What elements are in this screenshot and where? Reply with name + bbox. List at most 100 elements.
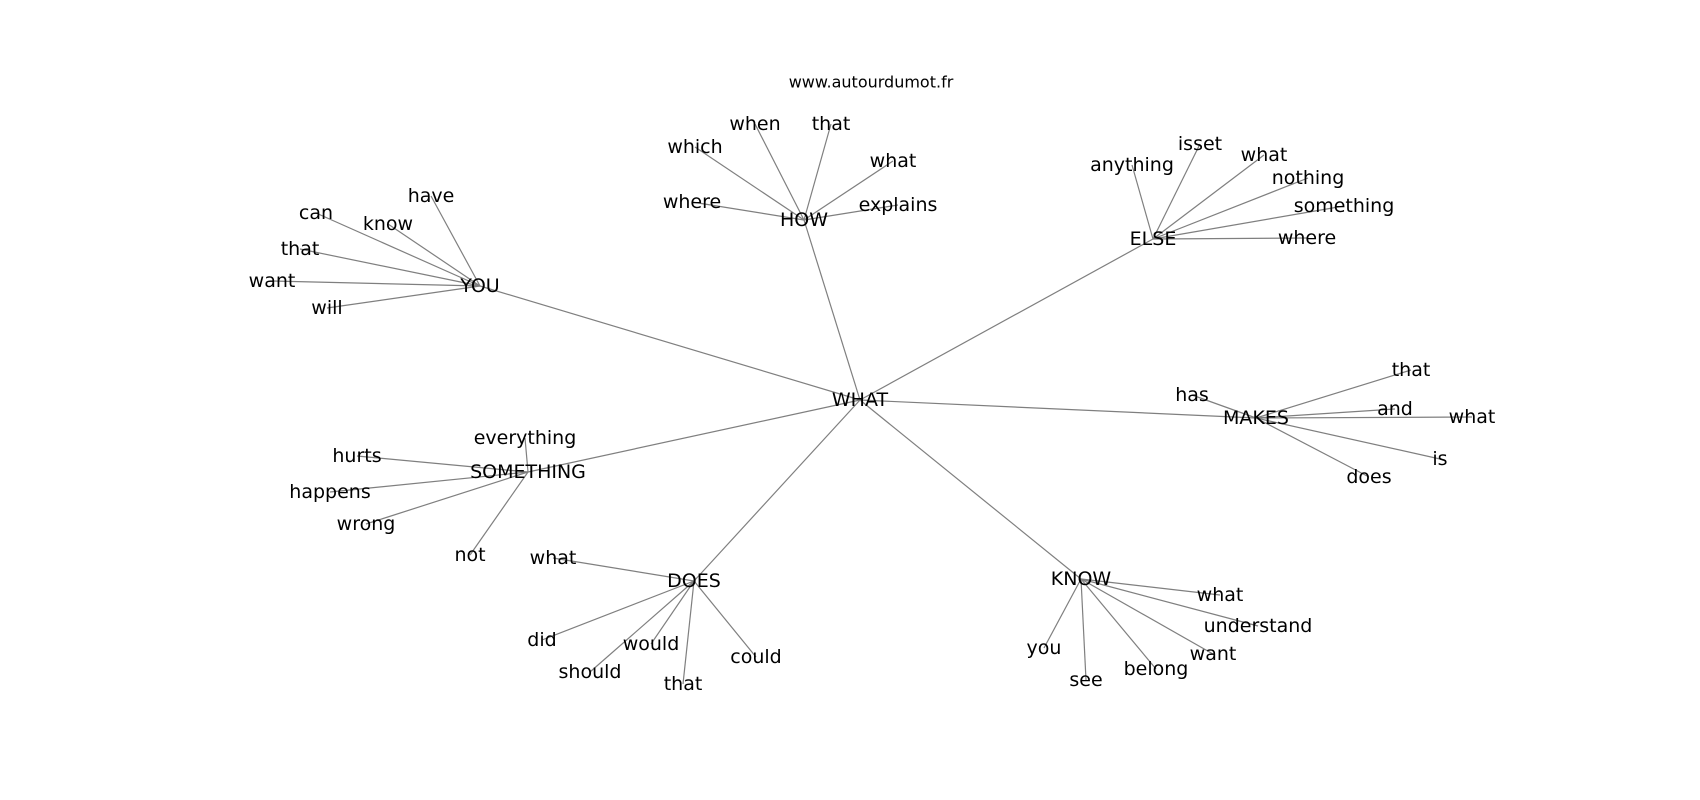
edges-layer [271, 123, 1473, 685]
leaf-word-label: you [1027, 637, 1062, 659]
leaf-word-label: what [870, 150, 917, 172]
hub-leaf-edge [1080, 578, 1157, 670]
leaf-word-label: and [1377, 398, 1413, 420]
hub-leaf-edge [1191, 394, 1257, 419]
hub-leaf-edge [1255, 417, 1370, 478]
root-hub-edge [803, 219, 861, 401]
leaf-word-label: anything [1090, 154, 1174, 176]
hub-leaf-edge [469, 471, 529, 556]
leaf-word-label: did [527, 629, 556, 651]
hub-leaf-edge [524, 437, 529, 473]
leaf-word-label: wrong [337, 513, 396, 535]
hub-leaf-edge [803, 204, 899, 221]
hub-leaf-edge [1080, 578, 1221, 596]
hub-leaf-edge [691, 201, 805, 221]
hub-leaf-edge [1152, 143, 1201, 240]
hub-word-label: MAKES [1223, 407, 1289, 429]
hub-leaf-edge [1080, 578, 1259, 627]
hub-leaf-edge [1255, 369, 1412, 419]
hub-leaf-edge [1131, 164, 1154, 240]
hub-leaf-edge [541, 580, 695, 641]
hub-leaf-edge [315, 212, 481, 287]
hub-leaf-edge [693, 580, 757, 658]
leaf-word-label: would [623, 633, 680, 655]
root-word-label: WHAT [832, 389, 889, 411]
root-hub-edge [859, 238, 1154, 401]
leaf-word-label: should [559, 661, 622, 683]
leaf-word-label: where [663, 191, 721, 213]
hub-leaf-edge [1152, 154, 1265, 240]
hub-leaf-edge [803, 160, 894, 221]
hub-leaf-edge [1255, 417, 1441, 460]
leaf-word-label: when [729, 113, 780, 135]
hub-leaf-edge [1152, 205, 1345, 240]
hub-leaf-edge [365, 471, 529, 525]
leaf-word-label: belong [1124, 658, 1189, 680]
root-hub-edge [859, 399, 1257, 419]
leaf-word-label: could [730, 646, 781, 668]
hub-leaf-edge [271, 280, 481, 287]
root-hub-edge [693, 399, 861, 582]
hub-leaf-edge [694, 146, 805, 221]
root-hub-edge [479, 285, 861, 401]
leaf-word-label: what [1449, 406, 1496, 428]
leaf-word-label: where [1278, 227, 1336, 249]
hub-leaf-edge [1043, 578, 1082, 649]
hub-leaf-edge [589, 580, 695, 673]
leaf-word-label: that [664, 673, 703, 695]
leaf-word-label: what [1241, 144, 1288, 166]
leaf-word-label: can [299, 202, 333, 224]
leaf-word-label: what [530, 547, 577, 569]
hub-leaf-edge [1152, 237, 1308, 240]
leaf-word-label: is [1432, 448, 1447, 470]
leaf-word-label: will [311, 297, 342, 319]
leaf-word-label: which [667, 136, 722, 158]
hub-leaf-edge [387, 223, 481, 287]
hub-word-label: SOMETHING [470, 461, 586, 483]
hub-leaf-edge [1255, 408, 1396, 419]
leaf-word-label: everything [474, 427, 577, 449]
leaf-word-label: hurts [332, 445, 381, 467]
leaf-word-label: know [363, 213, 413, 235]
hub-leaf-edge [299, 248, 481, 287]
root-hub-edge [859, 399, 1082, 580]
hub-word-label: ELSE [1130, 228, 1177, 250]
leaf-word-label: explains [859, 194, 938, 216]
hub-word-label: KNOW [1051, 568, 1112, 590]
leaf-word-label: not [454, 544, 485, 566]
leaf-word-label: nothing [1272, 167, 1345, 189]
hub-leaf-edge [356, 455, 529, 473]
hub-leaf-edge [650, 580, 695, 645]
hub-leaf-edge [754, 123, 805, 221]
hub-leaf-edge [1080, 578, 1087, 681]
leaf-word-label: have [408, 185, 455, 207]
leaf-word-label: that [812, 113, 851, 135]
leaf-word-label: understand [1204, 615, 1313, 637]
hub-leaf-edge [1152, 177, 1309, 240]
hub-word-label: HOW [780, 209, 828, 231]
hub-word-label: DOES [667, 570, 721, 592]
hub-leaf-edge [430, 195, 481, 287]
hub-leaf-edge [803, 123, 832, 221]
leaf-word-label: want [249, 270, 296, 292]
hub-leaf-edge [329, 471, 529, 493]
leaf-word-label: something [1294, 195, 1395, 217]
hub-leaf-edge [1080, 578, 1214, 655]
leaf-word-label: does [1346, 466, 1391, 488]
hub-word-label: YOU [459, 275, 499, 297]
hub-leaf-edge [1255, 416, 1473, 419]
leaf-word-label: happens [289, 481, 370, 503]
leaf-word-label: isset [1178, 133, 1222, 155]
root-hub-edge [527, 399, 861, 473]
leaf-word-label: what [1197, 584, 1244, 606]
source-label: www.autourdumot.fr [789, 73, 954, 92]
leaf-word-label: see [1069, 669, 1102, 691]
hub-leaf-edge [552, 557, 695, 582]
hub-leaf-edge [326, 285, 481, 309]
leaf-word-label: that [281, 238, 320, 260]
leaf-word-label: that [1392, 359, 1431, 381]
leaf-word-label: want [1190, 643, 1237, 665]
hub-leaf-edge [682, 580, 695, 685]
